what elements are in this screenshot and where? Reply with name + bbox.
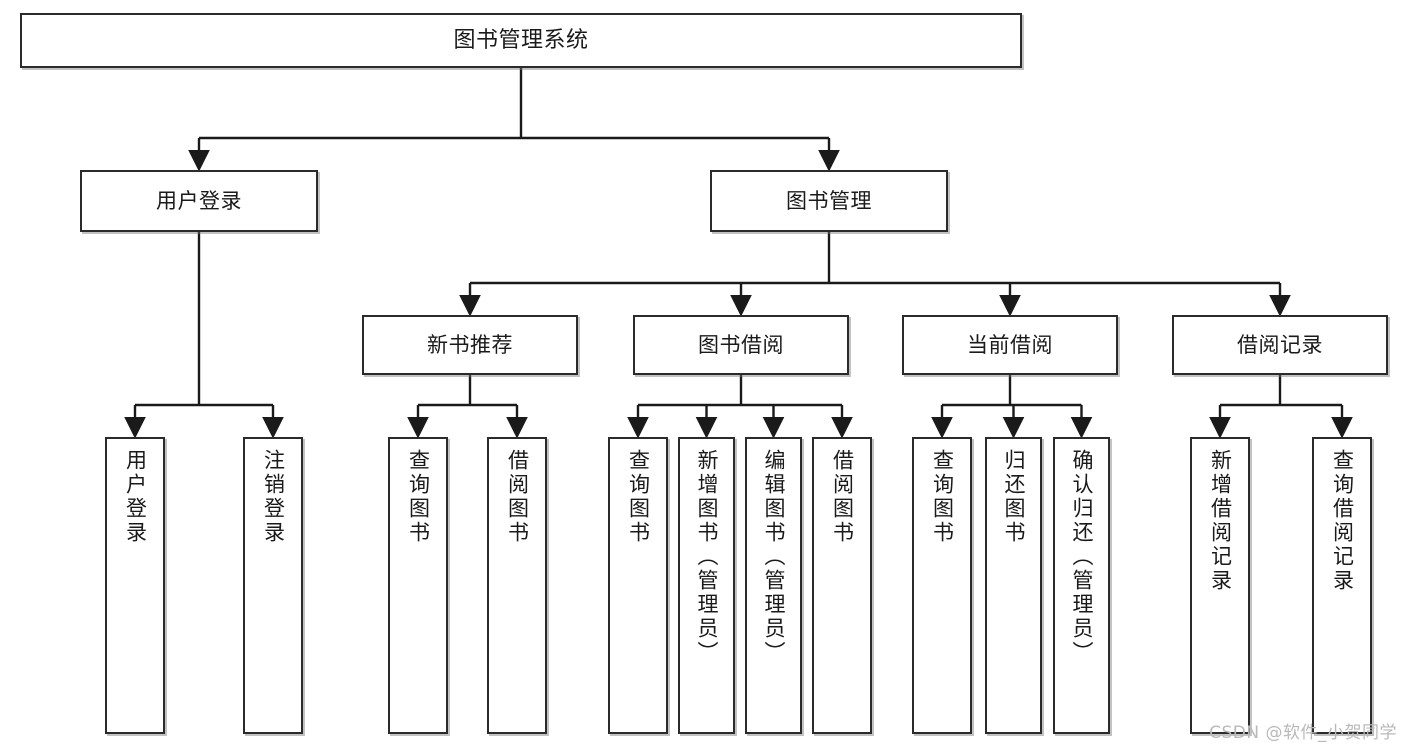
node-label: 借阅图书	[830, 449, 855, 545]
node-label: 图书管理系统	[453, 27, 589, 53]
node-label: 借阅图书	[505, 449, 530, 545]
node-label: 编辑图书（管理员）	[762, 449, 786, 665]
node-leaf-borrow-borrow-book[interactable]: 借阅图书	[812, 437, 872, 734]
node-leaf-borrow-add-book[interactable]: 新增图书（管理员）	[678, 437, 735, 734]
node-label: 查询图书	[626, 449, 651, 545]
node-leaf-borrow-query-book[interactable]: 查询图书	[608, 437, 668, 734]
node-new-book-recommend[interactable]: 新书推荐	[362, 315, 578, 375]
node-leaf-rec-query-record[interactable]: 查询借阅记录	[1312, 437, 1372, 734]
node-label: 用户登录	[123, 449, 148, 545]
node-label: 新书推荐	[427, 332, 513, 357]
node-label: 新增图书（管理员）	[695, 449, 719, 665]
node-label: 注销登录	[261, 449, 286, 545]
node-book-manage[interactable]: 图书管理	[710, 170, 948, 232]
node-borrow-record[interactable]: 借阅记录	[1172, 315, 1388, 375]
node-label: 归还图书	[1002, 449, 1026, 545]
watermark-text: CSDN @软件_小贺同学	[1209, 723, 1397, 743]
node-leaf-rec-add-record[interactable]: 新增借阅记录	[1190, 437, 1250, 734]
node-label: 用户登录	[156, 188, 242, 213]
connector-lines	[124, 68, 1353, 439]
node-label: 借阅记录	[1237, 332, 1323, 357]
node-leaf-logout[interactable]: 注销登录	[243, 437, 303, 734]
node-leaf-cur-return-book[interactable]: 归还图书	[985, 437, 1042, 734]
node-current-borrow[interactable]: 当前借阅	[902, 315, 1118, 375]
node-label: 图书管理	[786, 188, 872, 213]
node-label: 当前借阅	[967, 332, 1053, 357]
node-label: 查询图书	[930, 449, 955, 545]
node-label: 新增借阅记录	[1208, 449, 1233, 593]
node-label: 图书借阅	[698, 332, 784, 357]
node-book-borrow[interactable]: 图书借阅	[633, 315, 849, 375]
node-label: 查询图书	[406, 449, 431, 545]
node-label: 查询借阅记录	[1330, 449, 1355, 593]
node-leaf-user-login[interactable]: 用户登录	[105, 437, 165, 734]
node-leaf-cur-confirm-return[interactable]: 确认归还（管理员）	[1053, 437, 1110, 734]
node-leaf-cur-query-book[interactable]: 查询图书	[912, 437, 972, 734]
node-leaf-borrow-edit-book[interactable]: 编辑图书（管理员）	[745, 437, 802, 734]
node-label: 确认归还（管理员）	[1070, 449, 1094, 665]
node-user-login[interactable]: 用户登录	[80, 170, 318, 232]
node-root[interactable]: 图书管理系统	[20, 13, 1022, 68]
node-leaf-rec-query-book[interactable]: 查询图书	[388, 437, 448, 734]
node-leaf-rec-borrow-book[interactable]: 借阅图书	[487, 437, 547, 734]
